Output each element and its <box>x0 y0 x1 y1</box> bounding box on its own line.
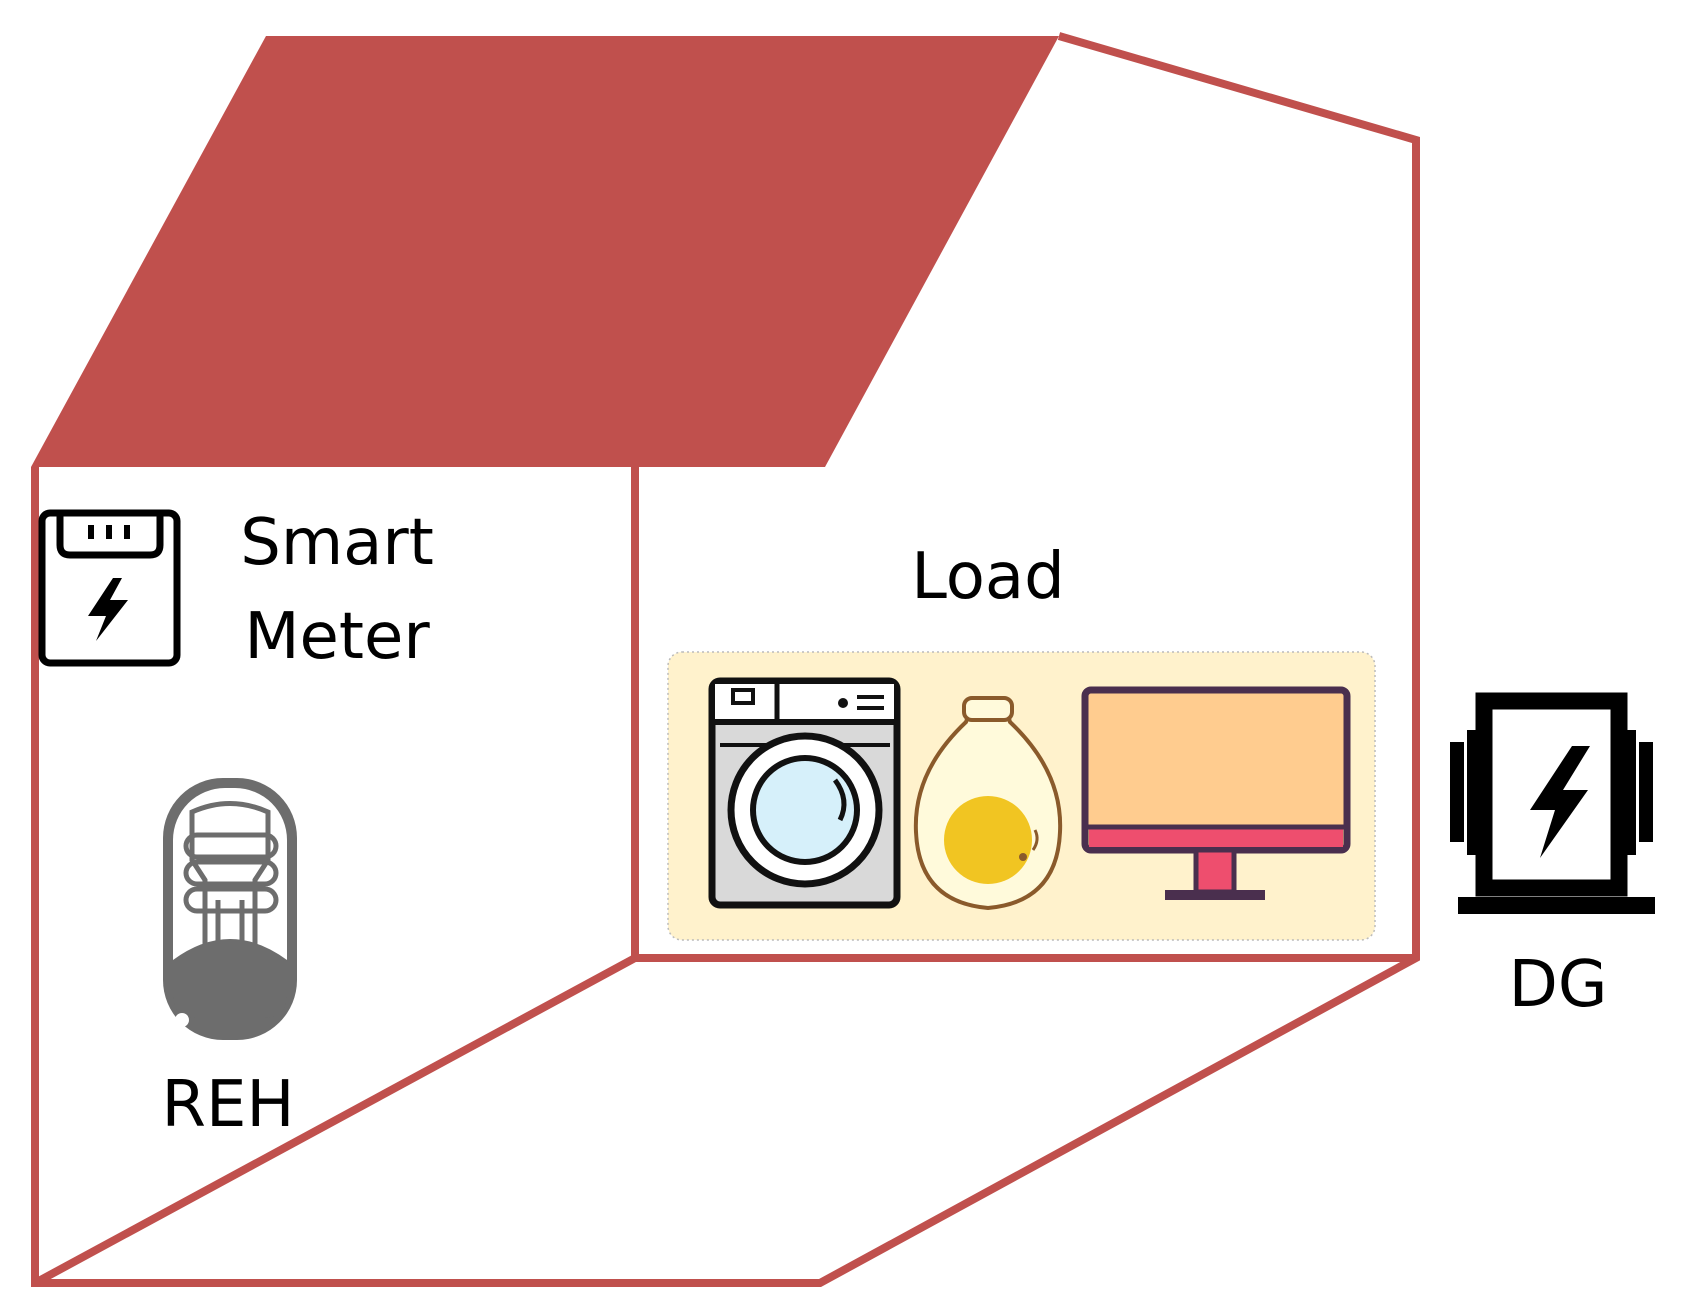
washing-machine-icon <box>708 677 901 909</box>
dg-label: DG <box>1509 948 1608 1022</box>
smart-meter-label-line1: Smart <box>240 506 434 580</box>
house-roof <box>31 36 1059 467</box>
smart-meter-icon <box>38 509 181 667</box>
generator-icon <box>1450 692 1655 914</box>
monitor-icon <box>1081 686 1351 900</box>
load-label: Load <box>911 540 1065 614</box>
light-bulb-icon <box>913 696 1063 911</box>
heater-icon <box>163 778 297 1040</box>
house-outline <box>31 32 1420 1287</box>
reh-label: REH <box>161 1068 294 1142</box>
smart-meter-label-line2: Meter <box>244 600 430 674</box>
